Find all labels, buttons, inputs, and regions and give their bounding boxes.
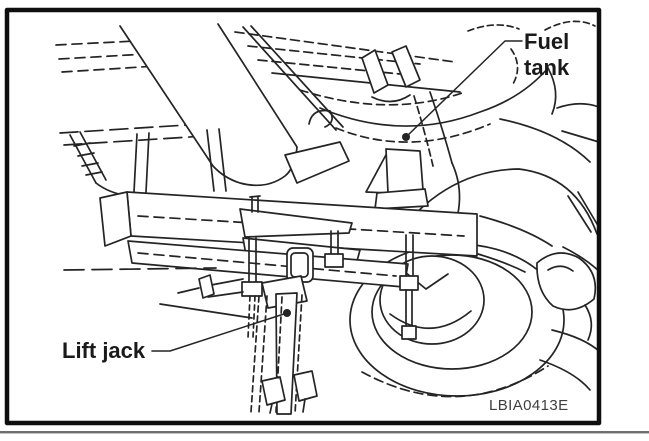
mudguard-bracket — [536, 252, 601, 391]
tank-mount-blocks — [365, 148, 429, 210]
callout-fuel-tank: Fuel tank — [524, 29, 570, 80]
filler-hose-shapes — [308, 45, 421, 128]
frame-beam — [119, 23, 350, 187]
lift-jack-columns — [250, 292, 318, 415]
callout-lift-jack: Lift jack — [62, 338, 146, 363]
fuel-tank-outline — [299, 20, 600, 239]
leader-lines — [151, 40, 523, 352]
figure-code: LBIA0413E — [489, 397, 569, 414]
floorpan-lines — [234, 31, 461, 93]
floor-sill-lines — [55, 40, 158, 73]
support-arm — [63, 267, 253, 319]
figure-frame-border — [4, 7, 602, 426]
page-divider — [0, 431, 649, 434]
